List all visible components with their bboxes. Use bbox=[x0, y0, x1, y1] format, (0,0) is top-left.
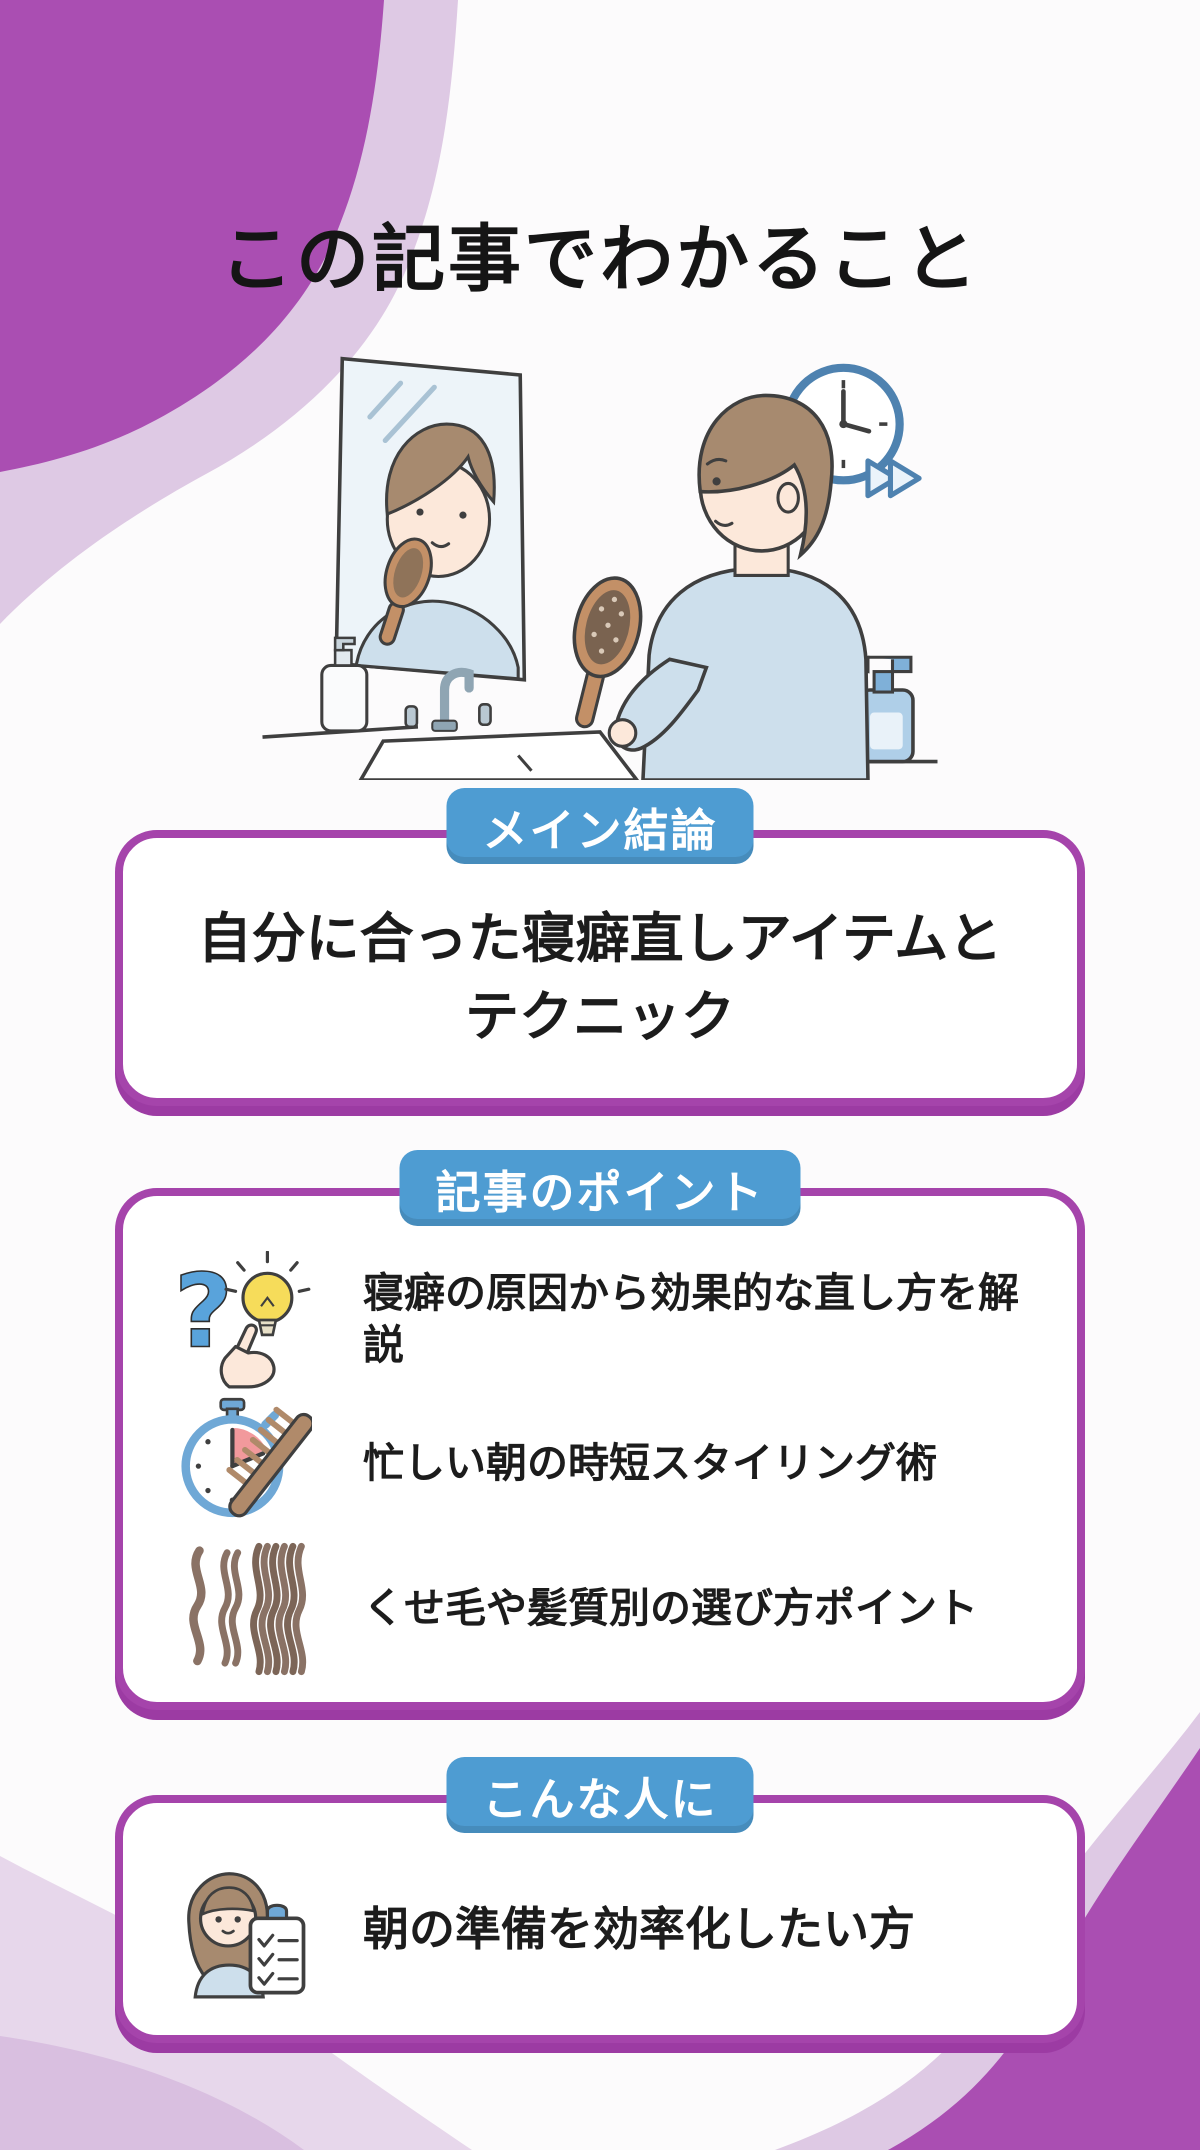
point-text-causes: 寝癖の原因から効果的な直し方を解説 bbox=[363, 1269, 1019, 1369]
point-row-causes: ? 寝癖の原因から効果的な直し方を解説 bbox=[157, 1250, 1049, 1389]
badge-audience: こんな人に bbox=[446, 1757, 754, 1833]
blob-bottom-right-dark bbox=[888, 1748, 1200, 2150]
main-conclusion-line-1: 自分に合った寝癖直しアイテムと bbox=[197, 906, 1003, 970]
point-row-hair-type: くせ毛や髪質別の選び方ポイント bbox=[157, 1540, 1049, 1678]
sink-icon bbox=[262, 636, 641, 782]
svg-text:?: ? bbox=[174, 1252, 233, 1371]
man-with-hairbrush-icon bbox=[607, 393, 870, 782]
main-conclusion-line-2: テクニック bbox=[465, 985, 735, 1048]
basin bbox=[357, 730, 641, 782]
woman-checklist-icon bbox=[157, 1861, 329, 1999]
hairbrush-icon bbox=[572, 576, 643, 729]
page-title: この記事でわかること bbox=[220, 217, 980, 302]
soap-dispenser-icon bbox=[320, 636, 369, 733]
badge-main-conclusion: メイン結論 bbox=[446, 788, 754, 864]
faucet-icon bbox=[404, 667, 492, 732]
wavy-hair-strands-icon bbox=[157, 1540, 329, 1678]
audience-text-efficiency: 朝の準備を効率化したい方 bbox=[363, 1902, 915, 1957]
main-conclusion-body: 自分に合った寝癖直しアイテムと テクニック bbox=[123, 838, 1077, 1098]
card-main-conclusion: 自分に合った寝癖直しアイテムと テクニック bbox=[115, 830, 1085, 1106]
question-lightbulb-icon: ? bbox=[157, 1250, 329, 1389]
point-text-hair-type: くせ毛や髪質別の選び方ポイント bbox=[363, 1583, 978, 1632]
point-text-time-saving: 忙しい朝の時短スタイリング術 bbox=[363, 1439, 937, 1488]
mirror-icon bbox=[334, 356, 527, 682]
mirror-reflection bbox=[355, 422, 520, 681]
card-article-points: ? 寝癖の原因から効果的な直し方を解説 bbox=[115, 1188, 1085, 1710]
reflected-hairbrush-icon bbox=[378, 537, 433, 646]
audience-row-efficiency: 朝の準備を効率化したい方 bbox=[157, 1861, 1049, 1999]
hero-illustration-svg bbox=[262, 356, 938, 782]
blob-bottom-left-mid bbox=[0, 2036, 304, 2150]
spray-bottle-icon bbox=[814, 624, 938, 764]
hero-illustration bbox=[260, 330, 940, 782]
badge-article-points: 記事のポイント bbox=[399, 1150, 801, 1226]
point-row-time-saving: 忙しい朝の時短スタイリング術 bbox=[157, 1395, 1049, 1533]
stopwatch-comb-icon bbox=[157, 1395, 329, 1533]
blob-top-left-dark bbox=[0, 0, 384, 472]
